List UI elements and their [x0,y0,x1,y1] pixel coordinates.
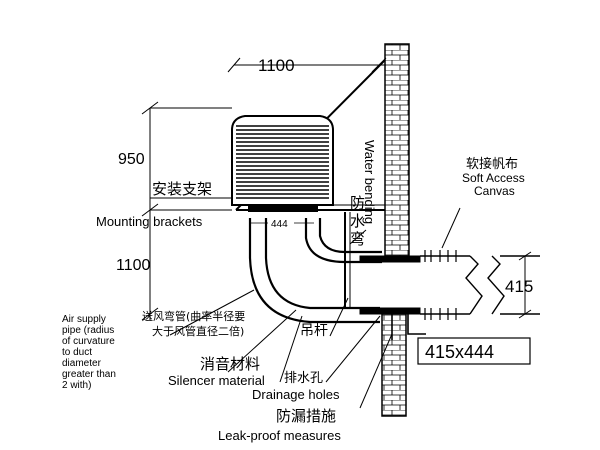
svg-text:水: 水 [350,212,365,230]
label-soft-access-en-1: Soft Access [462,171,525,185]
label-hanger-cn: 吊杆 [300,323,328,339]
dimension-lines [141,57,532,365]
louver-lines [236,125,329,199]
air-supply-en-line: pipe (radius [62,325,114,336]
label-air-supply-cn-1: 送风弯管(曲率半径要 [142,309,245,323]
label-air-supply-cn-2: 大于风管直径二倍) [152,324,244,338]
label-drainage-en: Drainage holes [252,387,340,402]
svg-text:防: 防 [350,194,365,212]
leader-lines [150,197,461,409]
air-supply-en-line: diameter [62,358,102,369]
air-supply-en-line: Air supply [62,314,106,325]
label-leakproof-cn: 防漏措施 [276,407,336,425]
label-mounting-brackets-cn: 安装支架 [152,180,212,198]
air-supply-en-line: of curvature [62,336,115,347]
dim-duct-height: 415 [505,277,533,296]
air-supply-en-line: greater than [62,369,116,380]
label-silencer-en: Silencer material [168,373,265,388]
leak-proof-drain [391,314,426,340]
label-mounting-brackets-en: Mounting brackets [96,214,203,229]
label-drainage-cn: 排水孔 [284,371,323,386]
hanger-rod [344,212,351,308]
duct [359,250,540,320]
label-silencer-cn: 消音材料 [200,355,260,373]
label-soft-access-en-2: Canvas [474,184,515,198]
brick-wall [381,43,410,417]
dim-unit-outlet: 444 [271,219,288,230]
dim-height-lower: 1100 [116,257,151,274]
label-soft-access-cn: 软接帆布 [466,156,518,172]
dim-top-width: 1100 [258,56,295,75]
air-cooler-unit [231,115,334,212]
air-supply-en-line: 2 with) [62,380,91,391]
label-water-bend-cn: 防 水 弯 [350,194,365,248]
label-water-bend-en: Water bending [362,140,377,224]
svg-text:弯: 弯 [350,230,365,248]
label-leakproof-en: Leak-proof measures [218,428,341,443]
dim-height-upper: 950 [118,151,145,168]
air-supply-en-line: to duct [62,347,92,358]
dim-duct-section: 415x444 [425,342,494,362]
